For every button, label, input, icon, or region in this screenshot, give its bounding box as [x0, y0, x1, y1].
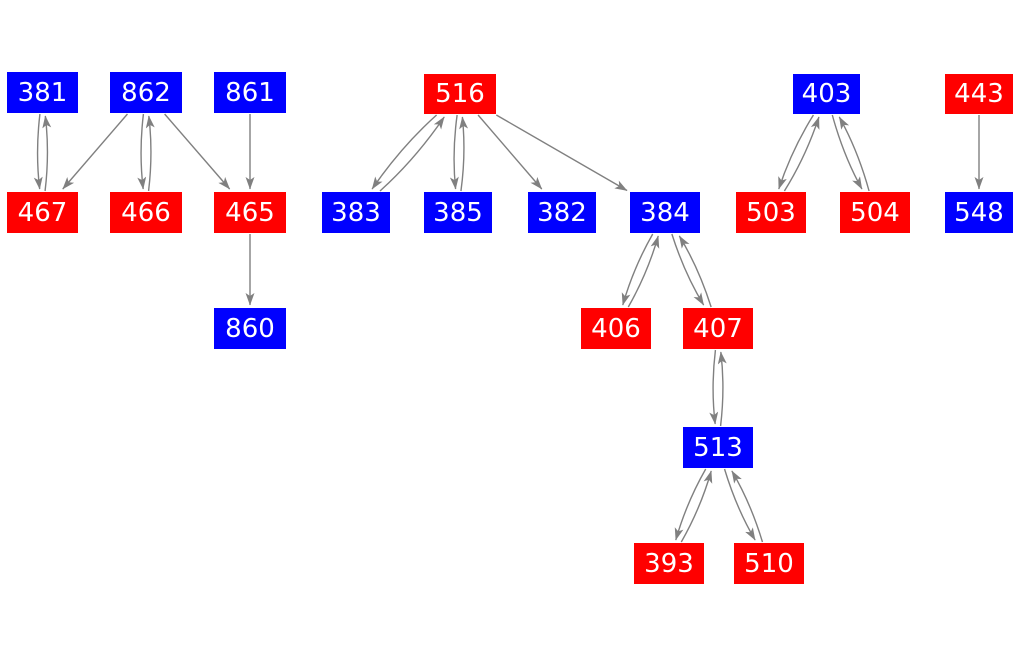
graph-node-382[interactable]: 382 [528, 192, 596, 233]
graph-node-862[interactable]: 862 [110, 72, 182, 113]
graph-edge-862-466-reverse [145, 115, 155, 192]
graph-node-label: 503 [746, 197, 796, 228]
graph-node-860[interactable]: 860 [214, 308, 286, 349]
graph-node-385[interactable]: 385 [424, 192, 492, 233]
graph-edge-403-503-reverse [783, 116, 820, 192]
graph-node-label: 381 [17, 77, 68, 108]
graph-node-label: 406 [591, 313, 641, 344]
graph-node-label: 403 [801, 79, 852, 109]
graph-edge-516-385-forward [449, 114, 459, 190]
graph-node-label: 860 [225, 313, 275, 344]
graph-node-label: 466 [121, 197, 171, 228]
graph-node-label: 513 [693, 432, 743, 463]
graph-node-407[interactable]: 407 [683, 308, 753, 349]
graph-edge-862-467 [62, 113, 128, 190]
graph-node-466[interactable]: 466 [110, 192, 182, 233]
graph-node-label: 382 [537, 197, 587, 228]
graph-edge-516-382 [477, 114, 543, 190]
graph-node-label: 393 [644, 548, 694, 579]
graph-edge-407-513-reverse [717, 351, 727, 427]
graph-node-label: 861 [225, 77, 275, 108]
graph-node-465[interactable]: 465 [214, 192, 286, 233]
graph-node-label: 548 [954, 197, 1004, 228]
graph-node-label: 516 [435, 79, 485, 109]
graph-node-label: 510 [744, 548, 794, 579]
graph-node-label: 467 [17, 197, 68, 228]
graph-edge-403-504-reverse [838, 116, 870, 192]
graph-edge-513-510-reverse [731, 470, 764, 543]
graph-node-label: 862 [121, 77, 171, 108]
graph-node-516[interactable]: 516 [424, 74, 496, 114]
graph-edge-381-467-forward [33, 113, 43, 190]
graph-node-503[interactable]: 503 [736, 192, 806, 233]
graph-edge-516-383-forward [371, 114, 438, 190]
graph-edge-862-466-forward [137, 113, 147, 190]
graph-node-384[interactable]: 384 [630, 192, 700, 233]
graph-edge-403-503-forward [778, 114, 815, 190]
graph-edge-516-384 [495, 114, 628, 192]
graph-node-504[interactable]: 504 [840, 192, 910, 233]
graph-node-403[interactable]: 403 [793, 74, 860, 114]
graph-node-label: 383 [331, 197, 381, 228]
graph-edge-403-504-forward [831, 114, 863, 190]
graph-node-label: 443 [954, 79, 1004, 109]
graph-node-406[interactable]: 406 [581, 308, 651, 349]
graph-edge-384-407-reverse [678, 235, 712, 308]
graph-edge-513-393-forward [674, 468, 707, 541]
graph-node-label: 384 [640, 197, 690, 228]
graph-node-383[interactable]: 383 [322, 192, 390, 233]
graph-edge-516-383-reverse [379, 116, 445, 192]
graph-edge-513-510-forward [723, 468, 756, 541]
graph-edge-513-393-reverse [680, 470, 713, 543]
graph-edge-862-465 [164, 113, 231, 190]
graph-node-label: 504 [850, 197, 900, 228]
graph-node-513[interactable]: 513 [683, 427, 753, 468]
graph-node-861[interactable]: 861 [214, 72, 286, 113]
graph-node-label: 385 [433, 197, 483, 228]
graph-edge-381-467-reverse [42, 115, 52, 192]
graph-node-510[interactable]: 510 [734, 543, 804, 584]
graph-node-443[interactable]: 443 [945, 74, 1013, 114]
graph-node-467[interactable]: 467 [7, 192, 78, 233]
graph-edge-384-406-forward [621, 233, 654, 306]
graph-edge-516-385-reverse [459, 116, 469, 192]
graph-edge-384-407-forward [671, 233, 705, 306]
graph-node-548[interactable]: 548 [945, 192, 1013, 233]
graph-node-393[interactable]: 393 [634, 543, 704, 584]
graph-edge-407-513-forward [709, 349, 719, 425]
graph-node-label: 465 [225, 197, 275, 228]
graph-node-label: 407 [693, 313, 743, 344]
graph-edge-384-406-reverse [627, 235, 660, 308]
graph-node-381[interactable]: 381 [7, 72, 78, 113]
